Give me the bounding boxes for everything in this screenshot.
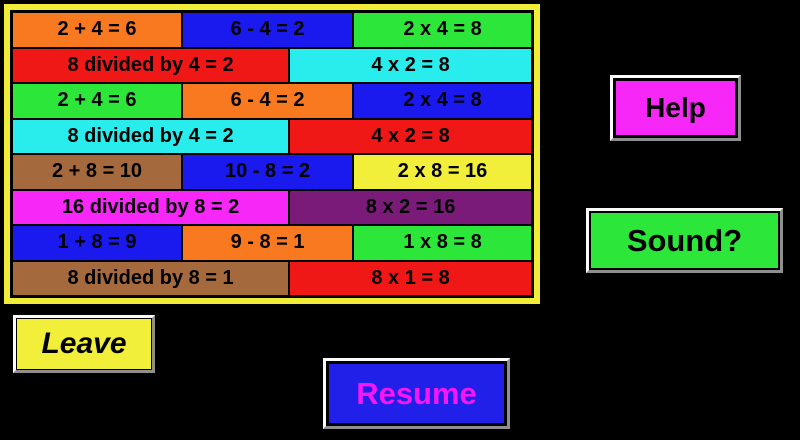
leave-button-label: Leave [16, 318, 152, 370]
equation-row: 2 + 4 = 6 6 - 4 = 2 2 x 4 = 8 [12, 12, 532, 48]
equation-tile[interactable]: 1 x 8 = 8 [353, 225, 532, 261]
equation-row: 1 + 8 = 9 9 - 8 = 1 1 x 8 = 8 [12, 225, 532, 261]
equation-tile[interactable]: 1 + 8 = 9 [12, 225, 183, 261]
equation-row: 2 + 8 = 10 10 - 8 = 2 2 x 8 = 16 [12, 154, 532, 190]
equation-tile[interactable]: 8 x 2 = 16 [289, 189, 532, 225]
sound-toggle-button[interactable]: Sound? [586, 208, 783, 273]
equation-tile[interactable]: 8 divided by 4 = 2 [12, 118, 290, 154]
equation-tile[interactable]: 10 - 8 = 2 [182, 154, 354, 190]
resume-button[interactable]: Resume [323, 358, 510, 429]
equation-tile[interactable]: 2 x 4 = 8 [353, 83, 532, 119]
equation-tile[interactable]: 16 divided by 8 = 2 [12, 189, 290, 225]
leave-button[interactable]: Leave [13, 315, 155, 373]
equation-tile[interactable]: 8 divided by 8 = 1 [12, 260, 290, 296]
resume-button-label: Resume [326, 361, 507, 426]
equation-tile[interactable]: 2 + 4 = 6 [12, 12, 183, 48]
sound-toggle-button-label: Sound? [589, 211, 780, 270]
equation-row: 2 + 4 = 6 6 - 4 = 2 2 x 4 = 8 [12, 83, 532, 119]
equation-panel: 2 + 4 = 6 6 - 4 = 2 2 x 4 = 8 8 divided … [2, 2, 542, 306]
equation-grid: 2 + 4 = 6 6 - 4 = 2 2 x 4 = 8 8 divided … [10, 10, 534, 298]
equation-row: 8 divided by 4 = 2 4 x 2 = 8 [12, 118, 532, 154]
equation-tile[interactable]: 6 - 4 = 2 [182, 83, 354, 119]
equation-tile[interactable]: 2 + 4 = 6 [12, 83, 183, 119]
equation-tile[interactable]: 4 x 2 = 8 [289, 118, 532, 154]
equation-tile[interactable]: 4 x 2 = 8 [289, 47, 532, 83]
equation-tile[interactable]: 8 divided by 4 = 2 [12, 47, 290, 83]
equation-tile[interactable]: 8 x 1 = 8 [289, 260, 532, 296]
equation-tile[interactable]: 6 - 4 = 2 [182, 12, 354, 48]
equation-tile[interactable]: 2 x 8 = 16 [353, 154, 532, 190]
help-button-label: Help [613, 78, 738, 138]
equation-row: 16 divided by 8 = 2 8 x 2 = 16 [12, 189, 532, 225]
equation-row: 8 divided by 4 = 2 4 x 2 = 8 [12, 47, 532, 83]
help-button[interactable]: Help [610, 75, 741, 141]
equation-tile[interactable]: 2 x 4 = 8 [353, 12, 532, 48]
equation-tile[interactable]: 2 + 8 = 10 [12, 154, 183, 190]
equation-row: 8 divided by 8 = 1 8 x 1 = 8 [12, 260, 532, 296]
equation-tile[interactable]: 9 - 8 = 1 [182, 225, 354, 261]
